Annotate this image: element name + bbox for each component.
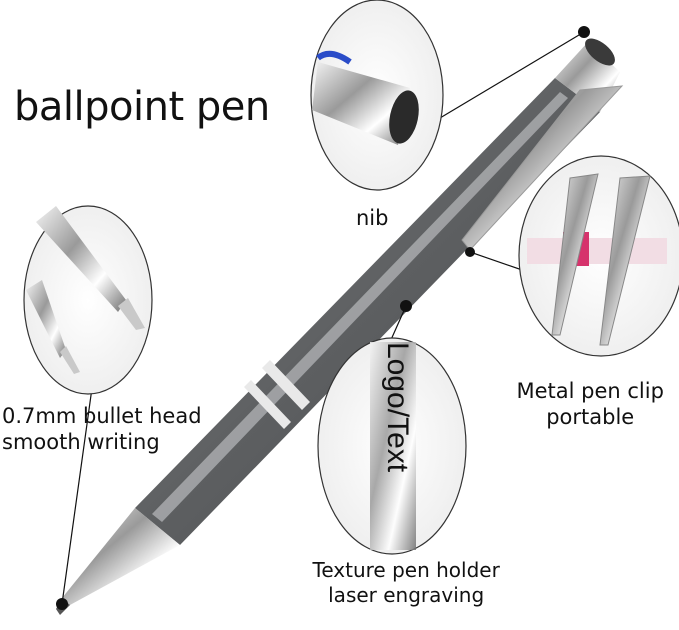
clip-label: Metal pen clip portable bbox=[517, 378, 664, 431]
engraving-text: Logo/Text bbox=[202, 342, 414, 472]
engraving-inset bbox=[317, 337, 467, 555]
pen-ring bbox=[244, 380, 291, 429]
pen bbox=[56, 38, 624, 615]
callout-lines bbox=[61, 31, 585, 605]
bullet-head-label: 0.7mm bullet head smooth writing bbox=[2, 403, 202, 456]
nib-inset bbox=[310, 0, 444, 191]
tip-inset-lower bbox=[26, 280, 66, 358]
clip-label-line1: Metal pen clip bbox=[516, 379, 664, 403]
nib-label: nib bbox=[356, 206, 389, 230]
tip-inset bbox=[23, 205, 153, 395]
bullet-head-label-line2: smooth writing bbox=[2, 430, 160, 455]
bullet-head-label-line1: 0.7mm bullet head bbox=[2, 404, 202, 428]
clip-label-line2: portable bbox=[546, 405, 635, 430]
product-title: ballpoint pen bbox=[14, 84, 270, 130]
holder-label-line1: Texture pen holder bbox=[312, 558, 500, 582]
clip-inset bbox=[518, 155, 679, 357]
tip-inset-upper bbox=[36, 206, 126, 312]
callout-dots bbox=[56, 26, 590, 610]
pen-button bbox=[585, 38, 615, 66]
clip-inset-right bbox=[599, 175, 651, 346]
pen-ring bbox=[262, 360, 310, 410]
clip-inset-left bbox=[551, 173, 599, 336]
holder-label: Texture pen holder laser engraving bbox=[313, 558, 500, 608]
pen-tip-cone bbox=[62, 508, 180, 605]
pen-barrel-highlight bbox=[152, 92, 568, 522]
holder-label-line2: laser engraving bbox=[328, 583, 485, 607]
nib-inset-body bbox=[312, 62, 410, 145]
